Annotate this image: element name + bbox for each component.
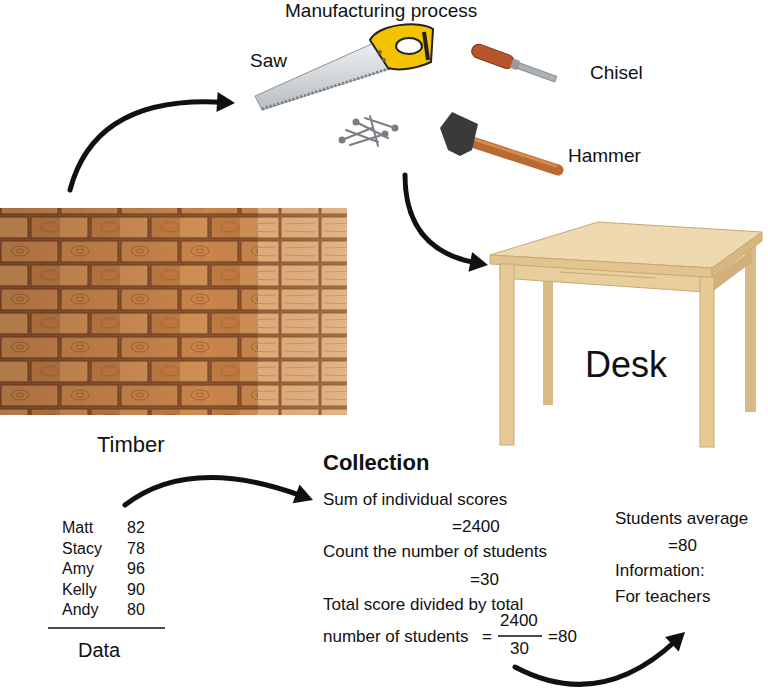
node-text: Stacy [62, 539, 102, 558]
desk-group: Desk [488, 195, 765, 455]
tool-label: Hammer [568, 145, 641, 168]
node-text: =30 [470, 570, 499, 590]
node-text: = [482, 627, 492, 647]
flow-arrow [125, 477, 313, 505]
node-text: =2400 [452, 517, 500, 537]
node-text: Andy [62, 600, 98, 619]
arrow-stroke [515, 640, 676, 684]
node-text: 78 [127, 539, 145, 558]
timber-photo [0, 208, 347, 415]
desk-picture [490, 222, 762, 447]
data-rule [48, 627, 165, 629]
arrow-stroke [405, 175, 476, 263]
node-text: Matt [62, 518, 93, 537]
node-text: Collection [323, 450, 429, 476]
node-text: Amy [62, 559, 94, 578]
arrow-head [469, 252, 488, 272]
node-text: For teachers [615, 587, 710, 607]
timber-group: Timber [0, 190, 347, 465]
node-text: 80 [127, 600, 145, 619]
tool-label: Saw [250, 50, 287, 73]
flow-arrow [70, 92, 235, 190]
arrow-head [665, 632, 685, 652]
data-list: Matt 82Stacy 78Amy 96Kelly 90Andy 80Data [40, 505, 175, 665]
node-text: Timber [97, 432, 165, 458]
node-text: Students average [615, 509, 748, 529]
node-text: Count the number of students [323, 542, 547, 562]
node-text: 82 [127, 518, 145, 537]
flow-arrow [405, 175, 488, 272]
tool-label: Chisel [590, 62, 643, 85]
node-text: Data [78, 638, 120, 662]
flow-arrow [515, 632, 685, 684]
node-text: number of students [323, 627, 469, 647]
node-text: Desk [585, 343, 667, 386]
chisel-icon [470, 42, 558, 86]
node-text: 2400 [500, 611, 538, 631]
node-text: 30 [510, 639, 529, 659]
hammer-icon [440, 112, 558, 170]
node-text: Total score divided by total [323, 595, 523, 615]
node-text: Sum of individual scores [323, 490, 507, 510]
node-text: 90 [127, 580, 145, 599]
node-text: =80 [668, 536, 697, 556]
collection-block: CollectionSum of individual scores=2400C… [313, 445, 605, 667]
fraction-bar [498, 635, 542, 636]
nails-icon [340, 116, 398, 146]
node-text: Kelly [62, 580, 97, 599]
node-text: Manufacturing process [285, 0, 477, 23]
arrow-stroke [70, 102, 223, 190]
information-block: Students average =80Information: For teach… [610, 505, 765, 632]
arrow-head [216, 92, 235, 112]
arrow-head [293, 484, 313, 503]
node-text: 96 [127, 559, 145, 578]
node-text: =80 [548, 627, 577, 647]
node-text: Information: [615, 561, 705, 581]
arrow-stroke [125, 477, 302, 505]
